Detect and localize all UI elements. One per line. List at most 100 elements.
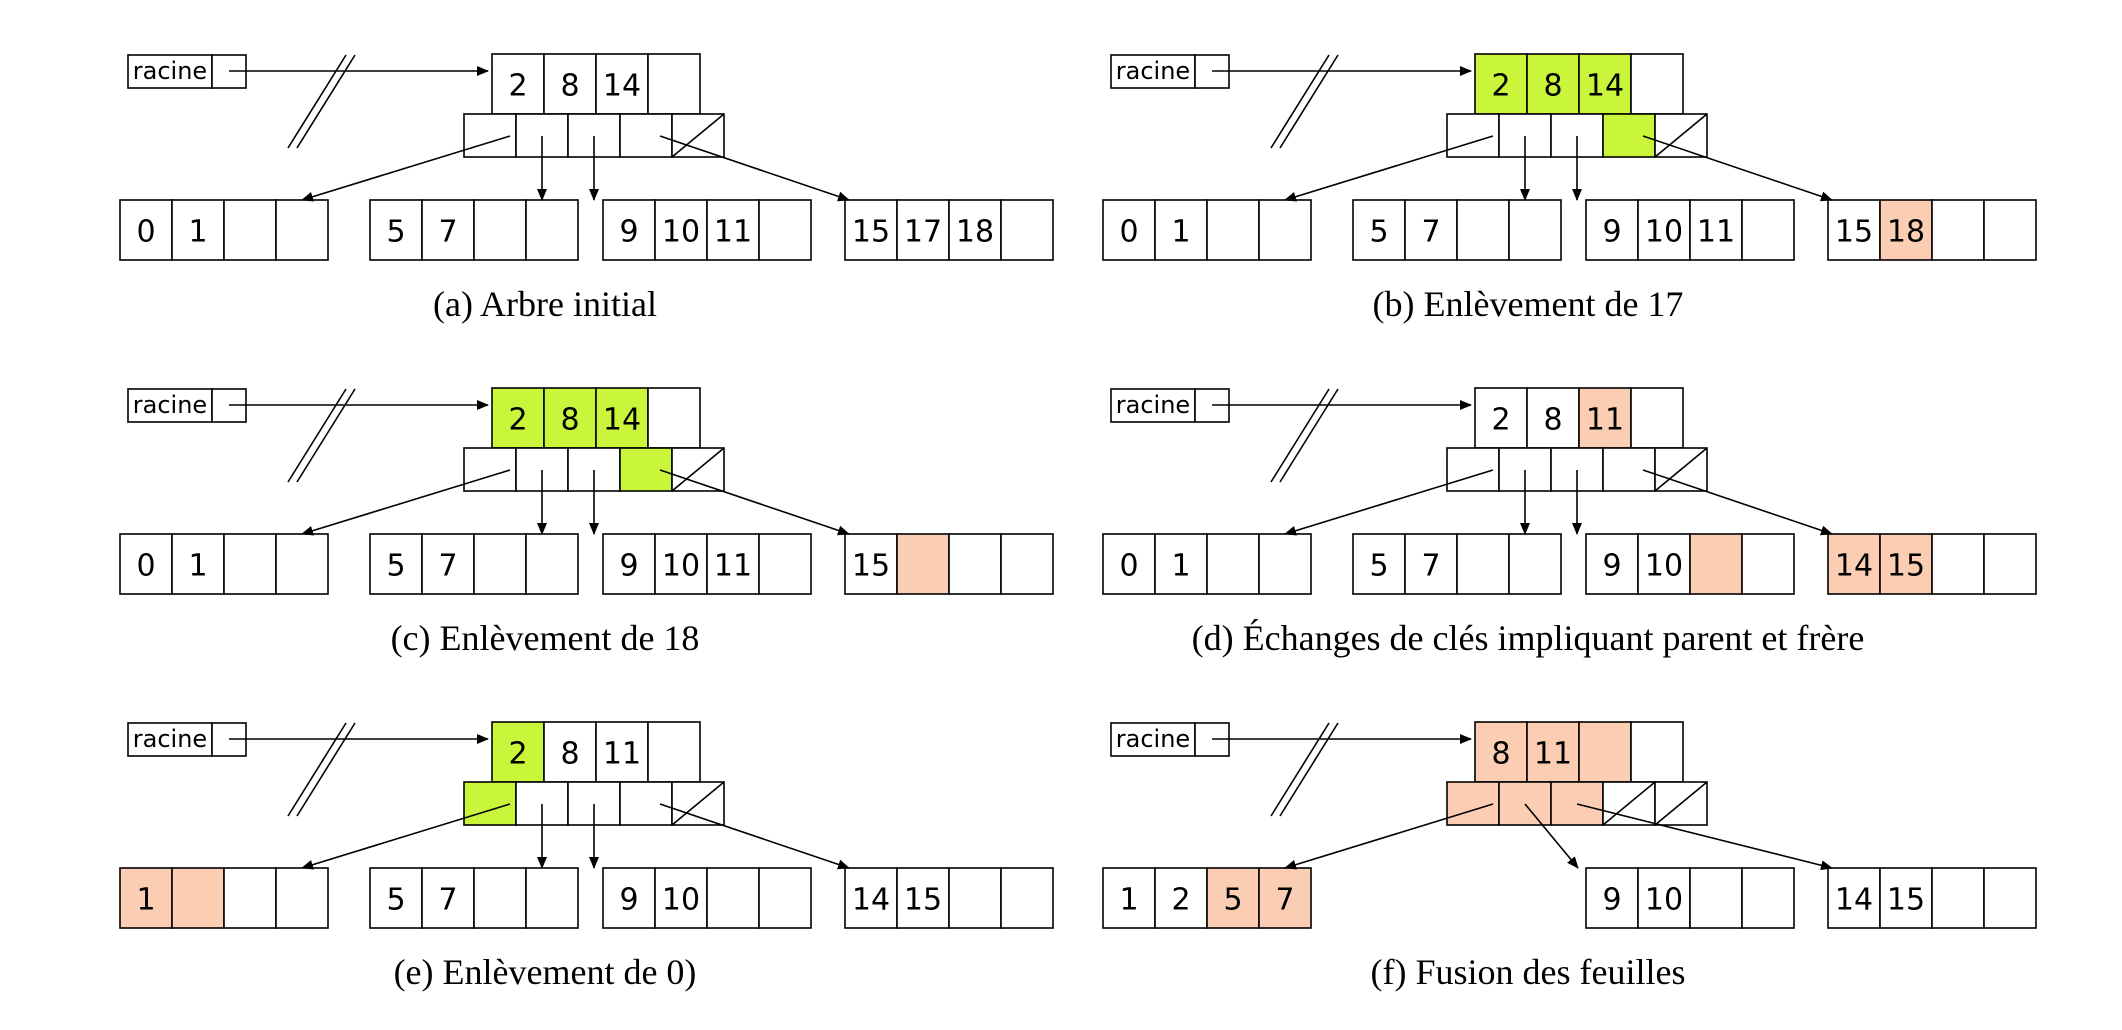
root-label-box <box>1110 722 1196 757</box>
leaf-key: 5 <box>386 215 405 250</box>
root-key-cell <box>1474 53 1528 115</box>
root-pointer-cell <box>619 781 673 826</box>
leaf-key-cell <box>1206 199 1260 261</box>
leaf-key: 10 <box>1645 215 1683 250</box>
root-key-cell <box>1526 53 1580 115</box>
panel-caption: (d) Échanges de clés impliquant parent e… <box>1192 618 1865 658</box>
leaf-key-cell <box>1637 867 1691 929</box>
break-mark <box>1279 722 1339 817</box>
leaf-key-cell <box>1456 199 1510 261</box>
break-mark <box>287 388 347 483</box>
leaf-key: 15 <box>1835 215 1873 250</box>
child-pointer-arrow <box>1576 803 1833 871</box>
leaf-key-cell <box>223 867 277 929</box>
root-label-box <box>1110 54 1196 89</box>
leaf-key-cell <box>1983 199 2037 261</box>
leaf-key-cell <box>473 199 527 261</box>
leaf-key: 5 <box>1369 215 1388 250</box>
leaf-key-cell <box>1352 533 1406 595</box>
leaf-key-cell <box>844 533 898 595</box>
root-key-cell <box>1630 721 1684 783</box>
break-mark <box>1270 54 1330 149</box>
leaf-key-cell <box>525 867 579 929</box>
leaf-key-cell <box>602 533 656 595</box>
leaf-key: 1 <box>1171 215 1190 250</box>
leaf-key-cell <box>1000 533 1054 595</box>
leaf-key-cell <box>1931 199 1985 261</box>
root-pointer-cell <box>1602 447 1656 492</box>
root-key-cell <box>1578 721 1632 783</box>
leaf-key-cell <box>473 867 527 929</box>
leaf-key: 18 <box>1887 215 1925 250</box>
leaf-key: 14 <box>1835 549 1873 584</box>
root-key-cell <box>647 387 701 449</box>
leaf-key-cell <box>1879 867 1933 929</box>
leaf-key-cell <box>1404 533 1458 595</box>
leaf-key: 7 <box>438 215 457 250</box>
child-pointer-arrow <box>1284 469 1494 536</box>
root-label: racine <box>1116 725 1190 753</box>
leaf-key-cell <box>1983 867 2037 929</box>
root-key: 2 <box>1491 403 1510 438</box>
leaf-key: 0 <box>1119 215 1138 250</box>
leaf-key: 9 <box>1602 883 1621 918</box>
root-key: 8 <box>560 403 579 438</box>
child-pointer-arrow <box>1524 803 1579 869</box>
leaf-key: 10 <box>662 549 700 584</box>
leaf-key-cell <box>171 533 225 595</box>
panel-caption: (e) Enlèvement de 0) <box>394 952 697 992</box>
null-pointer-slash <box>1654 781 1708 826</box>
leaf-key: 7 <box>1421 549 1440 584</box>
leaf-key-cell <box>1585 533 1639 595</box>
leaf-key: 14 <box>852 883 890 918</box>
leaf-key: 1 <box>1171 549 1190 584</box>
leaf-key-cell <box>1879 199 1933 261</box>
leaf-key-cell <box>1258 199 1312 261</box>
leaf-key-cell <box>758 533 812 595</box>
leaf-key: 5 <box>1223 883 1242 918</box>
leaf-key: 11 <box>714 549 752 584</box>
root-key: 8 <box>560 69 579 104</box>
root-pointer-cell <box>463 447 517 492</box>
leaf-key-cell <box>525 199 579 261</box>
leaf-key: 1 <box>136 883 155 918</box>
root-key: 14 <box>1586 69 1624 104</box>
leaf-key-cell <box>844 867 898 929</box>
leaf-key-cell <box>1258 867 1312 929</box>
break-mark <box>287 54 347 149</box>
leaf-key: 9 <box>1602 549 1621 584</box>
leaf-key-cell <box>369 533 423 595</box>
leaf-key-cell <box>1689 199 1743 261</box>
leaf-key-cell <box>948 867 1002 929</box>
null-pointer-slash <box>671 113 725 158</box>
leaf-key-cell <box>1689 533 1743 595</box>
leaf-key: 0 <box>136 549 155 584</box>
leaf-key: 7 <box>1275 883 1294 918</box>
panel-caption: (b) Enlèvement de 17 <box>1373 284 1684 324</box>
leaf-key-cell <box>1352 199 1406 261</box>
leaf-key: 0 <box>1119 549 1138 584</box>
leaf-key: 15 <box>852 549 890 584</box>
root-pointer-cell <box>619 113 673 158</box>
leaf-key-cell <box>654 867 708 929</box>
leaf-key-cell <box>171 867 225 929</box>
child-pointer-arrow <box>659 803 850 870</box>
leaf-key: 15 <box>1887 883 1925 918</box>
leaf-key-cell <box>1508 533 1562 595</box>
null-pointer-slash <box>1654 447 1708 492</box>
leaf-key: 1 <box>188 549 207 584</box>
break-mark <box>1279 54 1339 149</box>
leaf-key-cell <box>119 199 173 261</box>
panel-caption: (a) Arbre initial <box>433 284 657 324</box>
leaf-key: 11 <box>1697 215 1735 250</box>
leaf-key-cell <box>948 533 1002 595</box>
leaf-key-cell <box>1879 533 1933 595</box>
leaf-key-cell <box>369 199 423 261</box>
leaf-key-cell <box>1508 199 1562 261</box>
leaf-key-cell <box>1637 533 1691 595</box>
root-key-cell <box>647 721 701 783</box>
break-mark <box>1270 388 1330 483</box>
